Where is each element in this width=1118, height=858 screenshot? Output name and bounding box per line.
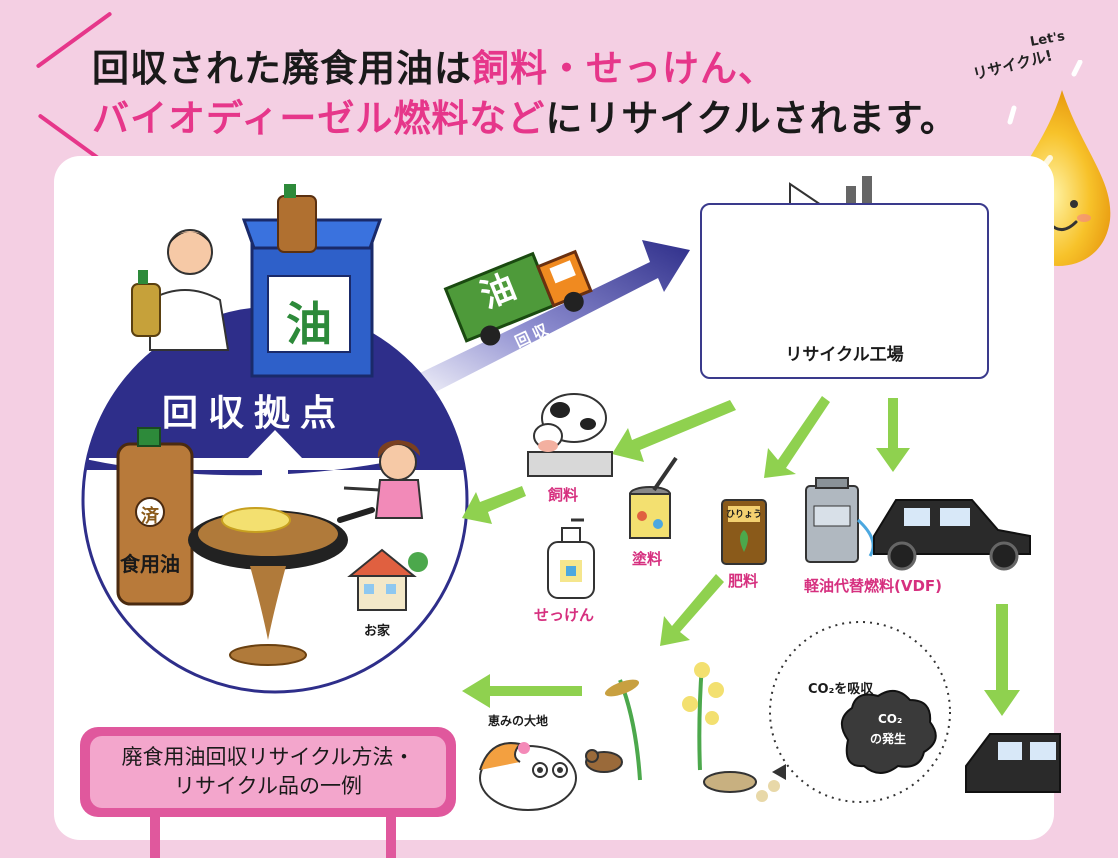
paint-can (629, 456, 678, 539)
feed-label: 飼料 (548, 486, 579, 504)
bin-label: 油 (286, 297, 332, 351)
vdf-label: 軽油代替燃料(VDF) (804, 577, 943, 595)
paint-label: 塗料 (632, 550, 663, 568)
bottle-mark: 済 (141, 506, 159, 527)
sign-post-right (386, 817, 396, 858)
header-title-line1: 回収された廃食用油は飼料・せっけん、 (92, 47, 776, 90)
caption-text: 廃食用油回収リサイクル方法・ リサイクル品の一例 (90, 736, 446, 808)
sign-post-left (150, 817, 160, 858)
collection-arrow (395, 240, 690, 400)
recycling-factory-box: リサイクル工場 (700, 203, 989, 379)
collection-point-title: 回収拠点 (162, 393, 347, 434)
caption-sign: 廃食用油回収リサイクル方法・ リサイクル品の一例 (80, 727, 456, 817)
co2-cloud-line1: CO₂ (878, 712, 903, 726)
used-oil-bottle (116, 427, 194, 606)
crops (604, 662, 780, 802)
house (347, 548, 428, 611)
co2-cloud-line2: の発生 (870, 732, 907, 746)
frying-pan (188, 507, 375, 666)
soap-bottle (547, 518, 595, 599)
earth-label: 恵みの大地 (488, 714, 549, 728)
recycling-factory-label: リサイクル工場 (785, 345, 904, 365)
header-title-line2: バイオディーゼル燃料などにリサイクルされます。 (92, 97, 958, 140)
fish-mascot (479, 742, 577, 811)
co2-cycle (769, 621, 951, 803)
woman-cooking (343, 440, 424, 519)
sparrow (585, 749, 623, 773)
bottle-label: 食用油 (120, 552, 180, 576)
collection-bin (241, 184, 383, 378)
green-arrows (462, 396, 1020, 716)
co2-absorb-label: CO₂を吸収 (808, 682, 874, 697)
caption-line2: リサイクル品の一例 (174, 774, 362, 798)
home-label: お家 (364, 624, 391, 639)
man-figure (131, 229, 230, 351)
soap-label: せっけん (534, 606, 595, 624)
caption-line1: 廃食用油回収リサイクル方法・ (121, 745, 415, 769)
cow-feed (527, 393, 613, 477)
up-arrow (248, 430, 302, 478)
second-car (965, 733, 1061, 793)
fertilizer-bag-label: ひりょう (726, 510, 763, 520)
collection-truck (443, 249, 593, 346)
fertilizer-label: 肥料 (728, 572, 759, 590)
fertilizer-bag (721, 499, 767, 565)
vdf-tank (805, 477, 875, 563)
car (873, 499, 1031, 571)
